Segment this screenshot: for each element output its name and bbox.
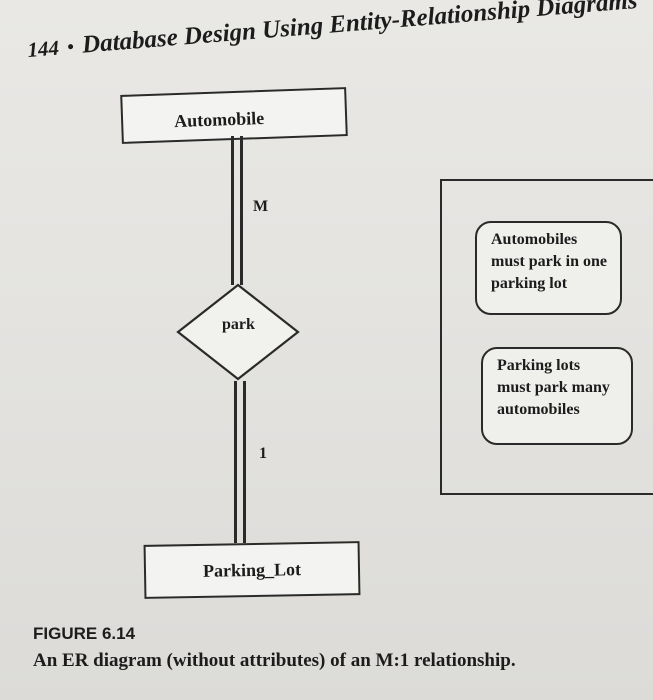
note-automobiles: Automobiles must park in one parking lot: [475, 221, 622, 315]
upper-connector-line: [240, 136, 243, 285]
note-line: must park many: [497, 379, 610, 396]
cardinality-many: M: [253, 198, 269, 215]
lower-connector-line: [234, 381, 237, 543]
parking-lot-entity-label: Parking_Lot: [202, 558, 302, 581]
figure-caption: An ER diagram (without attributes) of an…: [33, 650, 516, 671]
lower-connector-line: [243, 381, 246, 543]
park-relationship-label: park: [222, 316, 255, 333]
automobile-entity-label: Automobile: [173, 107, 265, 132]
automobile-entity: Automobile: [120, 87, 348, 144]
upper-connector-line: [231, 136, 234, 285]
parking-lot-entity: Parking_Lot: [143, 541, 361, 599]
note-parking-lots: Parking lots must park many automobiles: [481, 347, 633, 445]
park-relationship-diamond: [176, 283, 300, 381]
note-line: parking lot: [491, 275, 568, 292]
note-line: Automobiles: [491, 231, 578, 248]
cardinality-one: 1: [259, 445, 267, 462]
note-line: automobiles: [497, 401, 580, 418]
figure-number: FIGURE 6.14: [33, 624, 136, 643]
note-line: must park in one: [491, 253, 608, 270]
notes-panel: [440, 179, 653, 495]
note-line: Parking lots: [497, 357, 581, 374]
